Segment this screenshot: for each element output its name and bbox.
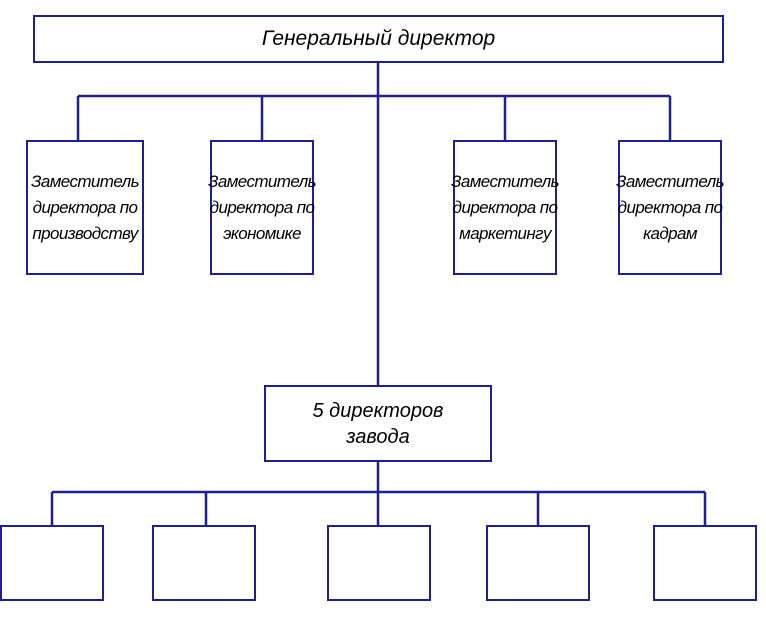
factory-directors-line2: завода (346, 425, 410, 448)
deputy-marketing-line2: директора по (452, 197, 558, 217)
deputy-economics-line3: экономике (223, 223, 301, 243)
factory-directors-box: 5 директоров завода (264, 385, 492, 462)
factory-directors-line1: 5 директоров (312, 399, 444, 422)
deputy-production-box: Заместитель директора по производству (26, 140, 144, 275)
deputy-economics-line2: директора по (209, 197, 315, 217)
plant-box-2 (152, 525, 256, 601)
plant-box-5 (653, 525, 757, 601)
plant-box-4 (486, 525, 590, 601)
deputy-marketing-line1: Заместитель (451, 171, 560, 191)
general-director-label: Генеральный директор (261, 27, 496, 50)
deputy-hr-line3: кадрам (643, 223, 697, 243)
deputy-economics-line1: Заместитель (208, 171, 317, 191)
deputy-hr-box: Заместитель директора по кадрам (616, 140, 725, 275)
plant-box-3 (327, 525, 431, 601)
deputy-marketing-box: Заместитель директора по маркетингу (451, 140, 560, 275)
deputy-hr-line2: директора по (617, 197, 723, 217)
plant-box-1 (0, 525, 104, 601)
deputy-marketing-line3: маркетингу (459, 223, 551, 243)
connector-lines (50, 63, 707, 525)
deputy-economics-box: Заместитель директора по экономике (208, 140, 317, 275)
general-director-box: Генеральный директор (33, 15, 724, 63)
deputy-hr-line1: Заместитель (616, 171, 725, 191)
deputy-production-line1: Заместитель (31, 171, 140, 191)
deputy-production-line3: производству (32, 223, 138, 243)
deputy-production-line2: директора по (32, 197, 138, 217)
